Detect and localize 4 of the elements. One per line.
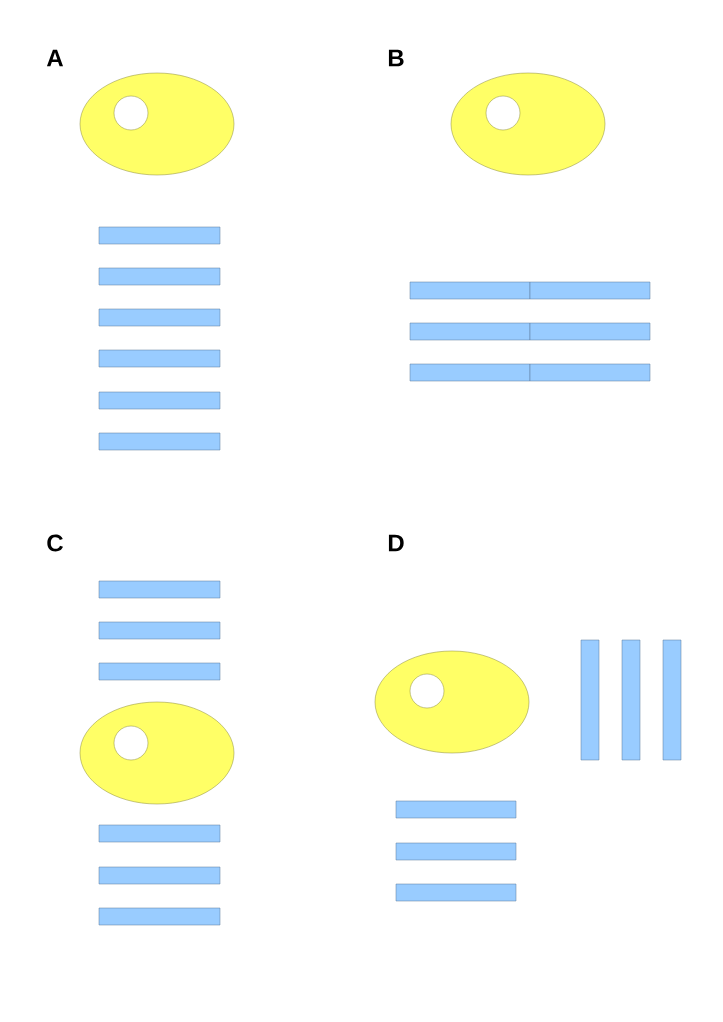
- panel-label: D: [388, 534, 404, 552]
- panel-label: A: [46, 49, 64, 67]
- panel-label: B: [388, 49, 404, 67]
- panel-label: C: [47, 534, 63, 552]
